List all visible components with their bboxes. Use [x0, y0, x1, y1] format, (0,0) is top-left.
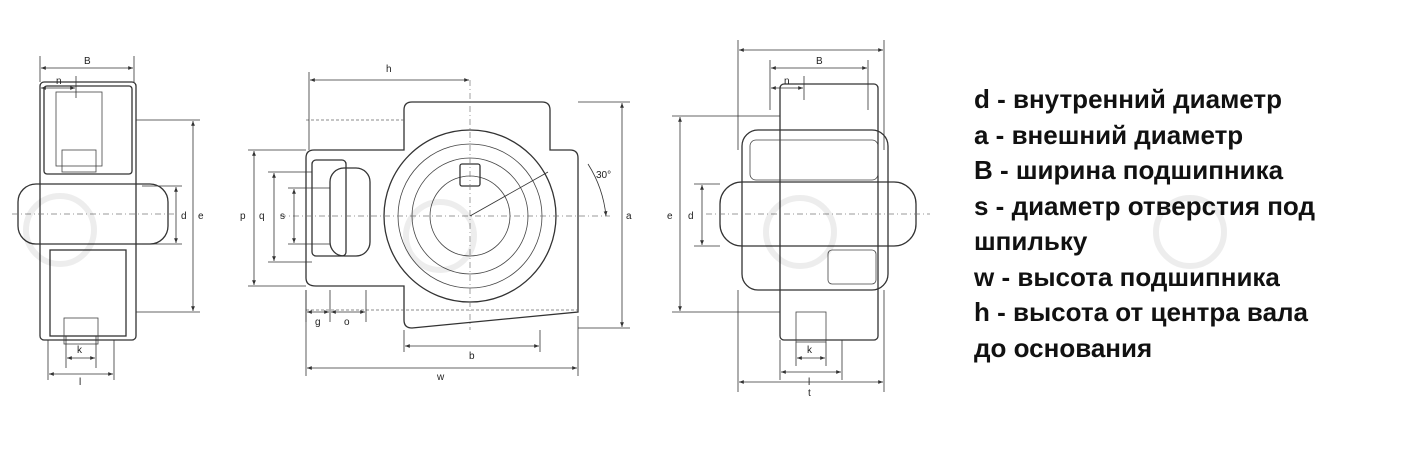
label-s: s: [280, 211, 285, 222]
label-p: p: [240, 211, 246, 222]
dimension-legend: d - внутренний диаметр a - внешний диаме…: [974, 82, 1404, 366]
label-w: w: [436, 372, 445, 383]
label-t: t: [808, 388, 811, 399]
legend-line-h: h - высота от центра вала: [974, 297, 1309, 327]
front-view: 30° h p q s a g o b: [240, 64, 632, 383]
label-k: k: [77, 345, 83, 356]
right-side-view: B n e d k l t: [667, 40, 930, 399]
label-k-right: k: [807, 345, 813, 356]
label-e-right: e: [667, 211, 673, 222]
label-d-right: d: [688, 211, 694, 222]
label-l: l: [79, 377, 81, 388]
legend-line-d: d - внутренний диаметр: [974, 84, 1283, 114]
left-side-view: B n d e k l: [12, 56, 204, 388]
label-angle: 30°: [596, 170, 611, 181]
label-e: e: [198, 211, 204, 222]
legend-line-B: B - ширина подшипника: [974, 155, 1284, 185]
legend-line-s-cont: шпильку: [974, 226, 1088, 256]
legend-line-a: a - внешний диаметр: [974, 119, 1244, 150]
legend-line-w: w - высота подшипника: [974, 261, 1280, 292]
label-g: g: [315, 317, 321, 328]
label-q: q: [259, 211, 265, 222]
label-B-right: B: [816, 56, 823, 67]
label-B: B: [84, 56, 91, 67]
label-d: d: [181, 211, 187, 222]
legend-line-h-cont: до основания: [974, 332, 1153, 363]
label-n: n: [56, 76, 62, 87]
label-h: h: [386, 64, 392, 75]
label-n-right: n: [784, 76, 790, 87]
legend-line-s: s - диаметр отверстия под: [974, 190, 1315, 221]
label-b: b: [469, 351, 475, 362]
label-a: a: [626, 211, 632, 222]
watermark: [23, 193, 1227, 273]
label-o: o: [344, 317, 350, 328]
label-l-right: l: [808, 377, 810, 388]
